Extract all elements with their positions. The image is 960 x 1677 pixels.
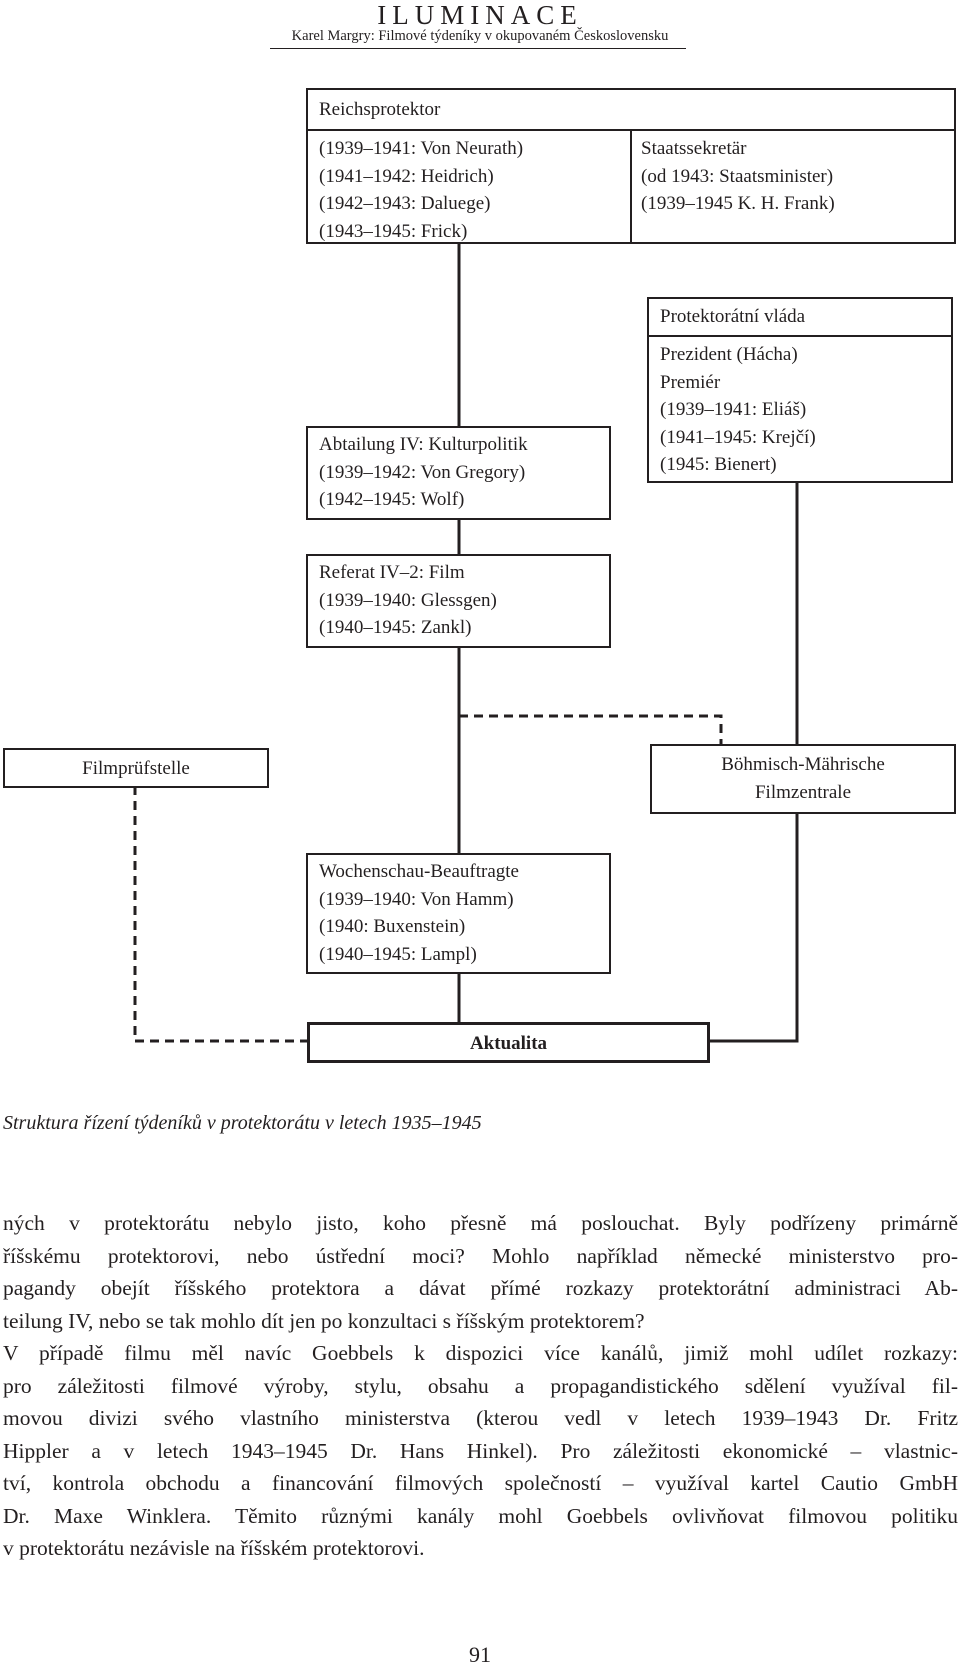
reichsprotektor-box: Reichsprotektor (1939–1941: Von Neurath)… bbox=[306, 88, 956, 244]
referat-line: (1939–1940: Glessgen) bbox=[319, 589, 497, 611]
wochenschau-line: (1939–1940: Von Hamm) bbox=[319, 888, 514, 910]
vlada-line: Prezident (Hácha) bbox=[660, 344, 798, 365]
wochenschau-line: (1940–1945: Lampl) bbox=[319, 943, 477, 965]
journal-subtitle: Karel Margry: Filmové týdeníky v okupova… bbox=[291, 28, 669, 44]
abtailung-line: (1942–1945: Wolf) bbox=[319, 489, 465, 510]
header-rule bbox=[270, 48, 686, 49]
staatssekretar-line: (od 1943: Staatsminister) bbox=[641, 165, 834, 187]
staatssekretar-line: (1939–1945 K. H. Frank) bbox=[641, 193, 835, 214]
vlada-line: (1945: Bienert) bbox=[660, 454, 777, 475]
filmprufstelle-label: Filmprüfstelle bbox=[82, 758, 190, 779]
wochenschau-list: Wochenschau-Beauftragte (1939–1940: Von … bbox=[319, 858, 519, 968]
figure-caption: Struktura řízení týdeníků v protektorátu… bbox=[3, 1112, 482, 1134]
staatssekretar-list: Staatssekretär (od 1943: Staatsminister)… bbox=[641, 135, 835, 218]
wochenschau-box: Wochenschau-Beauftragte (1939–1940: Von … bbox=[306, 853, 611, 974]
filmzentrale-list: Böhmisch-Mährische Filmzentrale bbox=[652, 751, 954, 806]
filmzentrale-line: Filmzentrale bbox=[754, 781, 852, 803]
reichsprotektor-title: Reichsprotektor bbox=[319, 99, 441, 120]
body-line: pagandy obejít říšského protektora a dáv… bbox=[3, 1276, 958, 1300]
journal-title: ILUMINACE bbox=[377, 0, 583, 30]
vlada-line: (1941–1945: Krejčí) bbox=[660, 426, 816, 448]
body-text: ných v protektorátu nebylo jisto, koho p… bbox=[3, 1207, 958, 1565]
vlada-title: Protektorátní vláda bbox=[660, 306, 806, 327]
aktualita-box: Aktualita bbox=[307, 1022, 710, 1063]
dashed-link-filmprufstelle-aktualita bbox=[133, 786, 307, 1043]
reichsprotektor-line: (1942–1943: Daluege) bbox=[319, 193, 491, 214]
page-number: 91 bbox=[469, 1642, 491, 1667]
staatssekretar-divider bbox=[630, 129, 632, 244]
body-line: movou divizi svého vlastního ministerstv… bbox=[3, 1406, 958, 1430]
abtailung-line: Abtailung IV: Kulturpolitik bbox=[319, 434, 528, 455]
body-line: říšskému protektorovi, nebo ústřední moc… bbox=[3, 1243, 958, 1268]
vlada-list: Prezident (Hácha) Premiér (1939–1941: El… bbox=[660, 341, 816, 479]
body-line: teilung IV, nebo se tak mohlo dít jen po… bbox=[3, 1308, 645, 1333]
abtailung-box: Abtailung IV: Kulturpolitik (1939–1942: … bbox=[306, 426, 611, 520]
filmzentrale-line: Böhmisch-Mährische bbox=[721, 754, 885, 775]
body-line: Hippler a v letech 1943–1945 Dr. Hans Hi… bbox=[3, 1438, 958, 1463]
referat-line: (1940–1945: Zankl) bbox=[319, 617, 472, 638]
reichsprotektor-line: (1943–1945: Frick) bbox=[319, 220, 468, 242]
referat-list: Referat IV–2: Film (1939–1940: Glessgen)… bbox=[319, 559, 497, 642]
reichsprotektor-list: (1939–1941: Von Neurath) (1941–1942: Hei… bbox=[319, 135, 523, 245]
body-line: ných v protektorátu nebylo jisto, koho p… bbox=[3, 1211, 958, 1235]
body-line: V případě filmu měl navíc Goebbels k dis… bbox=[3, 1341, 958, 1365]
vlada-line: (1939–1941: Eliáš) bbox=[660, 399, 807, 420]
reichsprotektor-line: (1939–1941: Von Neurath) bbox=[319, 138, 524, 159]
wochenschau-line: (1940: Buxenstein) bbox=[319, 916, 466, 937]
vlada-divider bbox=[649, 335, 951, 337]
reichsprotektor-line: (1941–1942: Heidrich) bbox=[319, 165, 494, 187]
connector-filmzentrale-aktualita bbox=[708, 812, 799, 1043]
filmprufstelle-box: Filmprüfstelle bbox=[3, 748, 269, 788]
referat-box: Referat IV–2: Film (1939–1940: Glessgen)… bbox=[306, 554, 611, 648]
body-line: v protektorátu nezávisle na říšském prot… bbox=[3, 1536, 425, 1560]
protektoratni-vlada-box: Protektorátní vláda Prezident (Hácha) Pr… bbox=[647, 297, 953, 483]
abtailung-list: Abtailung IV: Kulturpolitik (1939–1942: … bbox=[319, 431, 528, 514]
wochenschau-line: Wochenschau-Beauftragte bbox=[319, 861, 519, 882]
dashed-link-referat-filmzentrale bbox=[459, 714, 723, 746]
body-line: pro záležitosti filmové výroby, stylu, o… bbox=[3, 1373, 958, 1398]
staatssekretar-line: Staatssekretär bbox=[641, 138, 747, 159]
body-line: tví, kontrola obchodu a financování film… bbox=[3, 1471, 958, 1495]
body-line: Dr. Maxe Winklera. Těmito různými kanály… bbox=[3, 1503, 958, 1528]
referat-line: Referat IV–2: Film bbox=[319, 562, 465, 583]
aktualita-label: Aktualita bbox=[469, 1033, 548, 1054]
filmzentrale-box: Böhmisch-Mährische Filmzentrale bbox=[650, 744, 956, 814]
abtailung-line: (1939–1942: Von Gregory) bbox=[319, 461, 526, 483]
org-chart-connectors bbox=[133, 242, 799, 1043]
vlada-line: Premiér bbox=[660, 371, 721, 393]
